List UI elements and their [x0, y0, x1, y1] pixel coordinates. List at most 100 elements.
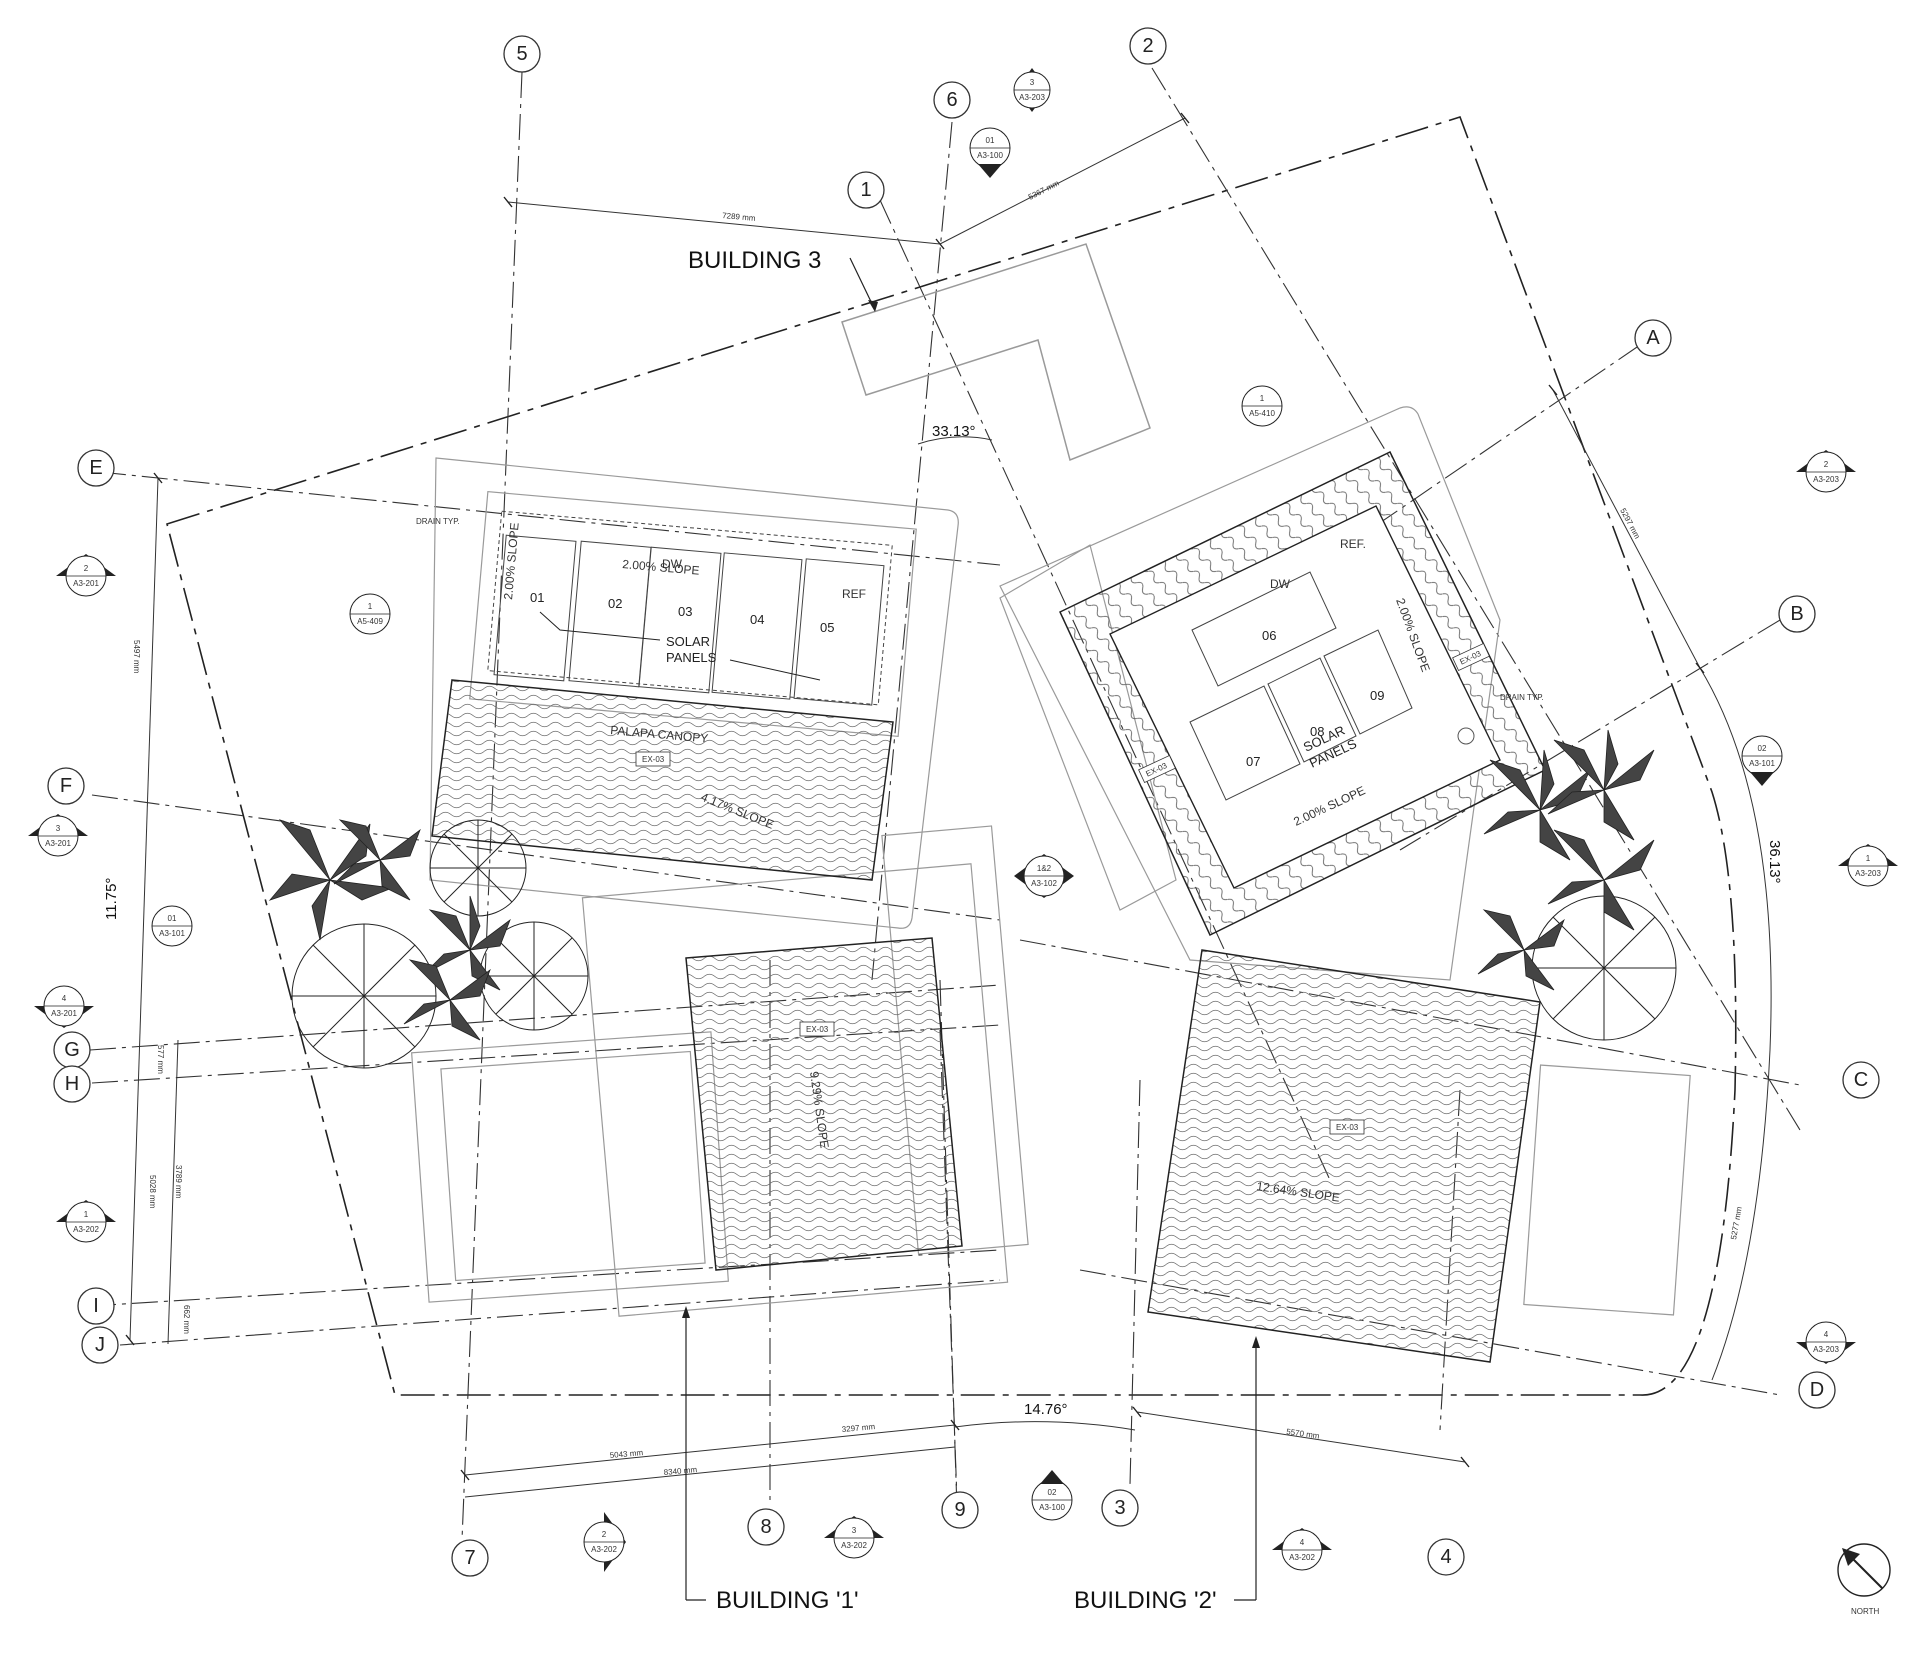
b1-panel-02: 02: [608, 596, 622, 611]
svg-text:1: 1: [84, 1210, 89, 1219]
svg-text:A3-203: A3-203: [1855, 869, 1881, 878]
section-tag-10: 2 A3-203: [1796, 450, 1856, 493]
b1-panel-01: 01: [530, 590, 544, 605]
palapa-ex-tag: [635, 751, 671, 767]
svg-text:02: 02: [1048, 1488, 1057, 1497]
b1-lower-roof: [685, 937, 963, 1271]
b2-lower-roof: [1147, 949, 1541, 1363]
north-label: NORTH: [1851, 1607, 1880, 1616]
grid-label-7: 7: [464, 1547, 475, 1569]
svg-text:02: 02: [1758, 744, 1767, 753]
palapa-ex-label: EX-03: [642, 755, 665, 764]
b1-dw-label: DW: [662, 557, 683, 571]
grid-label-8: 8: [760, 1516, 771, 1538]
svg-text:1: 1: [1260, 394, 1265, 403]
building-1-leader-arrow: [682, 1306, 690, 1318]
svg-text:A3-100: A3-100: [1039, 1503, 1065, 1512]
svg-text:1: 1: [1866, 854, 1871, 863]
svg-text:A3-203: A3-203: [1813, 475, 1839, 484]
svg-text:A3-101: A3-101: [159, 929, 185, 938]
svg-text:3: 3: [852, 1526, 857, 1535]
building-1-label: BUILDING '1': [716, 1587, 859, 1614]
svg-text:A3-101: A3-101: [1749, 759, 1775, 768]
section-tag-16: 3 A3-202: [824, 1516, 884, 1559]
svg-text:A5-410: A5-410: [1249, 409, 1275, 418]
building-3-outline: [841, 243, 1151, 462]
grid-label-a: A: [1646, 327, 1660, 349]
grid-label-c: C: [1854, 1069, 1868, 1091]
grid-label-g: G: [64, 1039, 80, 1061]
svg-text:01: 01: [168, 914, 177, 923]
svg-text:2: 2: [602, 1530, 607, 1539]
grid-label-d: D: [1810, 1379, 1824, 1401]
grid-label-4: 4: [1440, 1546, 1451, 1568]
section-tag-18: 4 A3-202: [1272, 1528, 1332, 1571]
dim-5043: 5043 mm: [609, 1448, 643, 1460]
dimension-ticks: [125, 112, 1705, 1481]
grid-label-3: 3: [1114, 1497, 1125, 1519]
section-tag-7: 4 A3-201: [34, 985, 94, 1028]
dim-5277: 5277 mm: [1729, 1206, 1744, 1241]
b2-panel-06: 06: [1262, 628, 1276, 643]
grid-label-e: E: [89, 457, 102, 479]
b1-lower-ex-label: EX-03: [806, 1025, 829, 1034]
section-tag-12: 1 A3-203: [1838, 844, 1898, 887]
grid-bubbles: [47, 27, 1880, 1577]
dim-662: 662 mm: [182, 1305, 191, 1334]
grid-label-f: F: [60, 775, 72, 797]
b1-slope-side: 2.00% SLOPE: [501, 522, 522, 600]
palm-plants: [268, 729, 1655, 1041]
section-tag-8: 1 A3-202: [56, 1200, 116, 1243]
b2-ex-left-tag: [1138, 754, 1176, 784]
dim-3789: 3789 mm: [174, 1165, 183, 1199]
site-boundary: [166, 116, 1737, 1396]
grid-label-9: 9: [954, 1499, 965, 1521]
svg-text:1&2: 1&2: [1037, 864, 1052, 873]
grid-label-6: 6: [946, 89, 957, 111]
grid-label-1: 1: [860, 179, 871, 201]
dim-8340: 8340 mm: [663, 1465, 697, 1477]
svg-text:A5-409: A5-409: [357, 617, 383, 626]
dim-5570: 5570 mm: [1286, 1427, 1321, 1441]
svg-text:A3-203: A3-203: [1019, 93, 1045, 102]
grid-label-b: B: [1790, 603, 1803, 625]
building-2-leader-arrow: [1252, 1336, 1260, 1348]
building-3-label: BUILDING 3: [688, 247, 821, 274]
svg-text:A3-100: A3-100: [977, 151, 1003, 160]
svg-text:A3-102: A3-102: [1031, 879, 1057, 888]
b1-slope-top: 2.00% SLOPE: [622, 557, 700, 578]
building-3-leader-arrow: [868, 300, 878, 312]
section-tag-15: 2 A3-202: [583, 1512, 626, 1572]
angle-36-13: 36.13°: [1766, 840, 1783, 884]
b1-ref-label: REF: [842, 587, 866, 601]
section-tag-4: 1 A5-409: [349, 593, 391, 635]
b2-drain-label: DRAIN TYP.: [1500, 693, 1544, 702]
b2-ref-label: REF.: [1340, 537, 1366, 551]
b2-roof-inner: [1109, 505, 1501, 889]
svg-text:4: 4: [1300, 1538, 1305, 1547]
b2-lower-ex-tag: [1329, 1119, 1365, 1135]
svg-text:1: 1: [368, 602, 373, 611]
b1-panel-05: 05: [820, 620, 834, 635]
b1-panel-03: 03: [678, 604, 692, 619]
svg-text:2: 2: [84, 564, 89, 573]
svg-text:A3-201: A3-201: [51, 1009, 77, 1018]
dim-3297: 3297 mm: [841, 1422, 875, 1434]
dimension-lines: [129, 117, 1772, 1498]
section-tag-14: 4 A3-203: [1796, 1321, 1856, 1364]
building-2-label: BUILDING '2': [1074, 1587, 1217, 1614]
svg-text:A3-202: A3-202: [841, 1541, 867, 1550]
svg-text:A3-201: A3-201: [45, 839, 71, 848]
svg-text:3: 3: [56, 824, 61, 833]
b2-lower-ex-label: EX-03: [1336, 1123, 1359, 1132]
north-arrow-icon: [1837, 1543, 1891, 1597]
section-tag-3: 2 A3-201: [56, 554, 116, 597]
dim-5497: 5497 mm: [132, 640, 141, 674]
b1-panel-04: 04: [750, 612, 764, 627]
svg-text:A3-202: A3-202: [73, 1225, 99, 1234]
svg-text:A3-201: A3-201: [73, 579, 99, 588]
section-tag-13: 1&2 A3-102: [1014, 854, 1074, 898]
section-tag-11: 02 A3-101: [1741, 735, 1783, 786]
svg-text:A3-202: A3-202: [1289, 1553, 1315, 1562]
